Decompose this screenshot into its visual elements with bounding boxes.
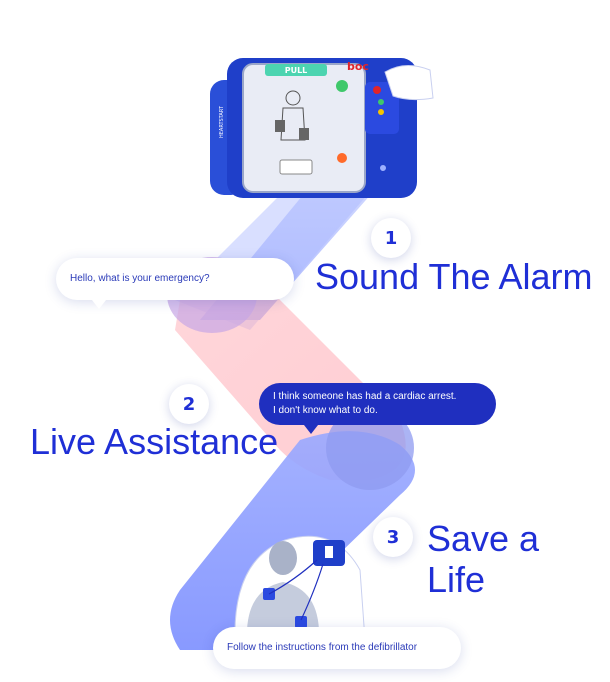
- step-number-2: 2: [169, 384, 209, 424]
- step-number-3: 3: [373, 517, 413, 557]
- speech-bubble-step2: I think someone has had a cardiac arrest…: [259, 383, 496, 425]
- device-brand-text: HEARTSTART: [219, 105, 225, 138]
- step-title-3: Save a Life: [427, 518, 540, 600]
- step-number-1: 1: [371, 218, 411, 258]
- patient-with-aed-illustration: [234, 535, 365, 640]
- pull-label: PULL: [285, 66, 308, 75]
- defibrillator-device-image: PULL boc HEARTSTART: [210, 58, 434, 198]
- ribbon-overlap-lower: [326, 406, 414, 490]
- step-title-2: Live Assistance: [30, 421, 279, 462]
- step-title-1: Sound The Alarm: [315, 256, 593, 297]
- speech-bubble-tail-step2: [304, 425, 318, 434]
- speech-bubble-step3: Follow the instructions from the defibri…: [213, 627, 461, 669]
- brand-logo: boc: [347, 60, 369, 73]
- speech-bubble-step1: Hello, what is your emergency?: [56, 258, 294, 300]
- speech-bubble-tail-step1: [92, 300, 106, 309]
